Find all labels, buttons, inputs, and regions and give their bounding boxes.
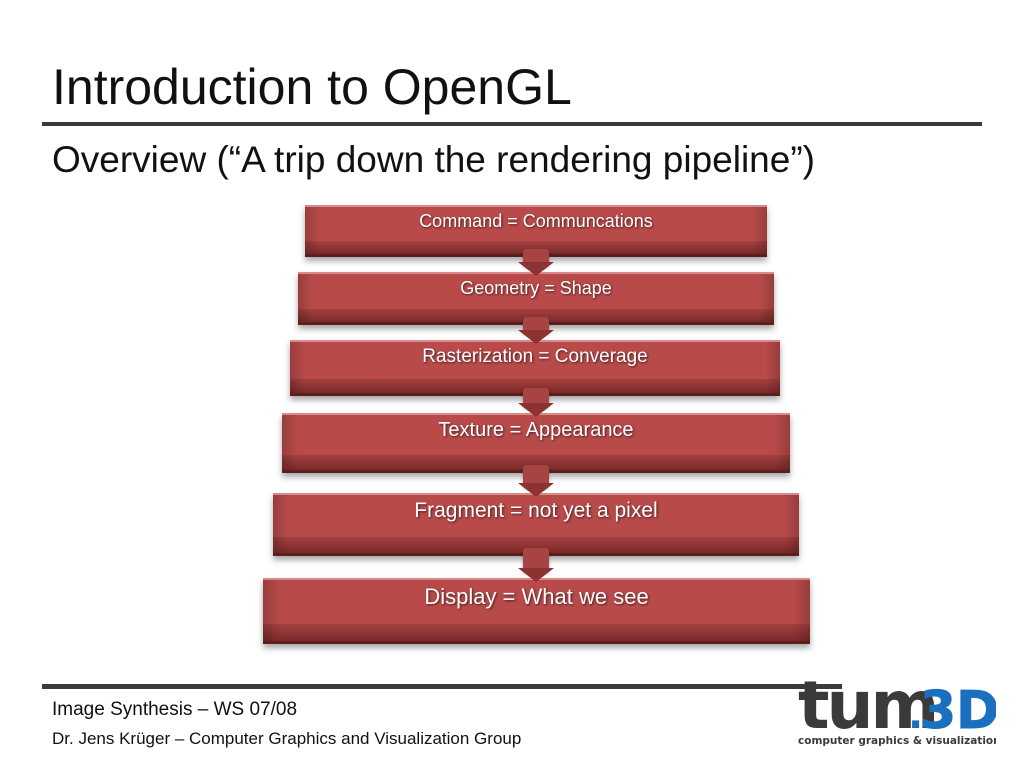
author-line: Dr. Jens Krüger – Computer Graphics and … [52, 729, 522, 748]
slide-title: Introduction to OpenGL [52, 59, 572, 115]
stage-label: Fragment = not yet a pixel [414, 499, 658, 522]
stage-label: Geometry = Shape [460, 278, 612, 298]
pipeline-stage-command: Command = Communcations [305, 205, 767, 257]
stage-box [273, 493, 799, 556]
course-name: Image Synthesis – WS 07/08 [52, 699, 298, 720]
pipeline-stage-display: Display = What we see [263, 578, 810, 644]
stage-label: Command = Communcations [419, 211, 653, 231]
stage-label: Texture = Appearance [438, 419, 634, 441]
pipeline-stage-fragment: Fragment = not yet a pixel [273, 493, 799, 556]
slide-subtitle: Overview (“A trip down the rendering pip… [52, 139, 815, 180]
pipeline-stage-rasterization: Rasterization = Converage [290, 340, 780, 396]
stage-label: Rasterization = Converage [422, 346, 648, 367]
footer-divider [42, 684, 842, 689]
stage-box [263, 578, 810, 644]
logo-tagline: computer graphics & visualization [798, 735, 996, 747]
stage-box [290, 340, 780, 396]
tum3d-logo: tum . 3D computer graphics & visualizati… [798, 667, 996, 747]
stage-box [305, 205, 767, 257]
title-divider [42, 122, 982, 126]
logo-3d-text: 3D [920, 681, 996, 741]
logo-tum-text: tum [798, 667, 936, 744]
stage-label: Display = What we see [424, 584, 649, 609]
logo-dot-text: . [908, 692, 923, 738]
pipeline-stage-texture: Texture = Appearance [282, 413, 790, 473]
